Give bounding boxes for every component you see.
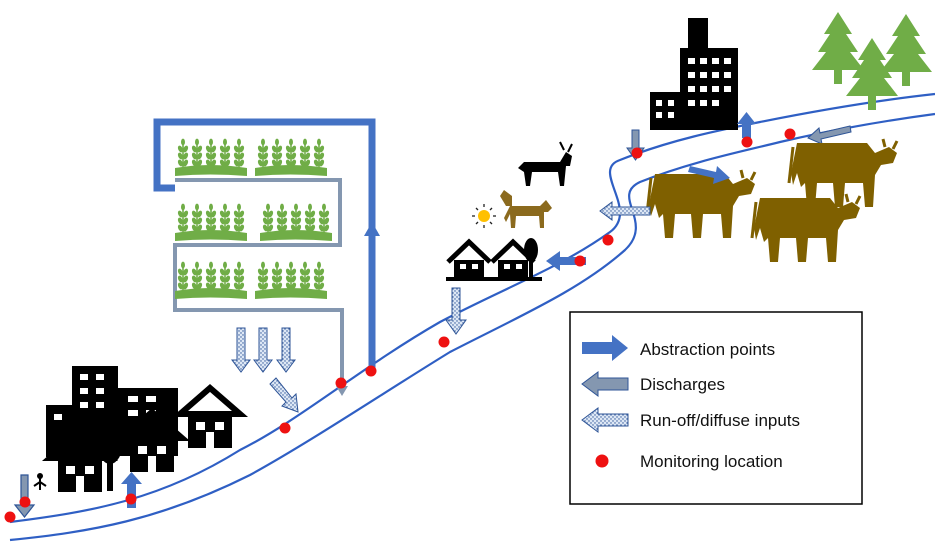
wheat-field-icon bbox=[175, 262, 247, 299]
cow-icon bbox=[787, 137, 899, 209]
abstraction-arrow-icon bbox=[737, 112, 756, 138]
runoff-arrow-icon bbox=[599, 201, 651, 221]
village-houses-icon bbox=[446, 238, 542, 281]
legend-label-abstraction: Abstraction points bbox=[640, 340, 775, 359]
house-icon bbox=[180, 388, 240, 448]
discharge-arrow-icon bbox=[581, 371, 629, 397]
abstraction-arrow-icon bbox=[546, 251, 586, 271]
monitoring-dot-icon bbox=[19, 496, 31, 508]
monitoring-dot-icon bbox=[279, 422, 291, 434]
irrigation-channel bbox=[153, 118, 380, 396]
wheat-field-icon bbox=[255, 139, 327, 176]
discharge-arrow-icon bbox=[13, 474, 36, 518]
sun-icon bbox=[472, 204, 496, 228]
field-runoff-arrows bbox=[231, 327, 299, 413]
flower-icon bbox=[33, 473, 47, 490]
monitoring-dot-icon bbox=[125, 493, 137, 505]
abstraction-arrow-icon bbox=[121, 472, 142, 508]
runoff-arrow-icon bbox=[581, 407, 629, 433]
monitoring-dot-icon bbox=[365, 365, 377, 377]
wheat-field-icon bbox=[255, 262, 327, 299]
monitoring-dot-icon bbox=[602, 234, 614, 246]
monitoring-dot-icon bbox=[335, 377, 347, 389]
tree-icon bbox=[97, 420, 123, 491]
wheat-field-icon bbox=[260, 204, 332, 241]
horse-icon bbox=[500, 190, 552, 228]
legend-label-monitor: Monitoring location bbox=[640, 452, 783, 471]
monitoring-dot-icon bbox=[631, 147, 643, 159]
monitoring-dot-icon bbox=[595, 454, 609, 468]
legend: Abstraction points Discharges Run-off/di… bbox=[569, 311, 863, 505]
forest bbox=[812, 12, 932, 110]
cattle bbox=[645, 137, 899, 264]
monitoring-dot-icon bbox=[438, 336, 450, 348]
monitoring-dot-icon bbox=[784, 128, 796, 140]
goat-icon bbox=[518, 141, 573, 186]
legend-label-discharge: Discharges bbox=[640, 375, 725, 394]
abstraction-arrow-icon bbox=[688, 166, 730, 184]
river bbox=[9, 92, 935, 542]
abstraction-arrow-icon bbox=[582, 335, 628, 361]
cow-icon bbox=[645, 168, 757, 240]
village bbox=[445, 141, 586, 335]
cow-icon bbox=[750, 192, 862, 264]
monitoring-dot-icon bbox=[4, 511, 16, 523]
wheat-field-icon bbox=[175, 204, 247, 241]
wheat-field-icon bbox=[175, 139, 247, 176]
discharge-arrow-icon bbox=[807, 125, 852, 145]
monitoring-dot-icon bbox=[741, 136, 753, 148]
city bbox=[13, 366, 240, 518]
wheat-fields bbox=[175, 139, 332, 299]
monitoring-locations bbox=[4, 128, 796, 523]
legend-label-runoff: Run-off/diffuse inputs bbox=[640, 411, 800, 430]
factory-icon bbox=[650, 18, 738, 130]
monitoring-dot-icon bbox=[574, 255, 586, 267]
